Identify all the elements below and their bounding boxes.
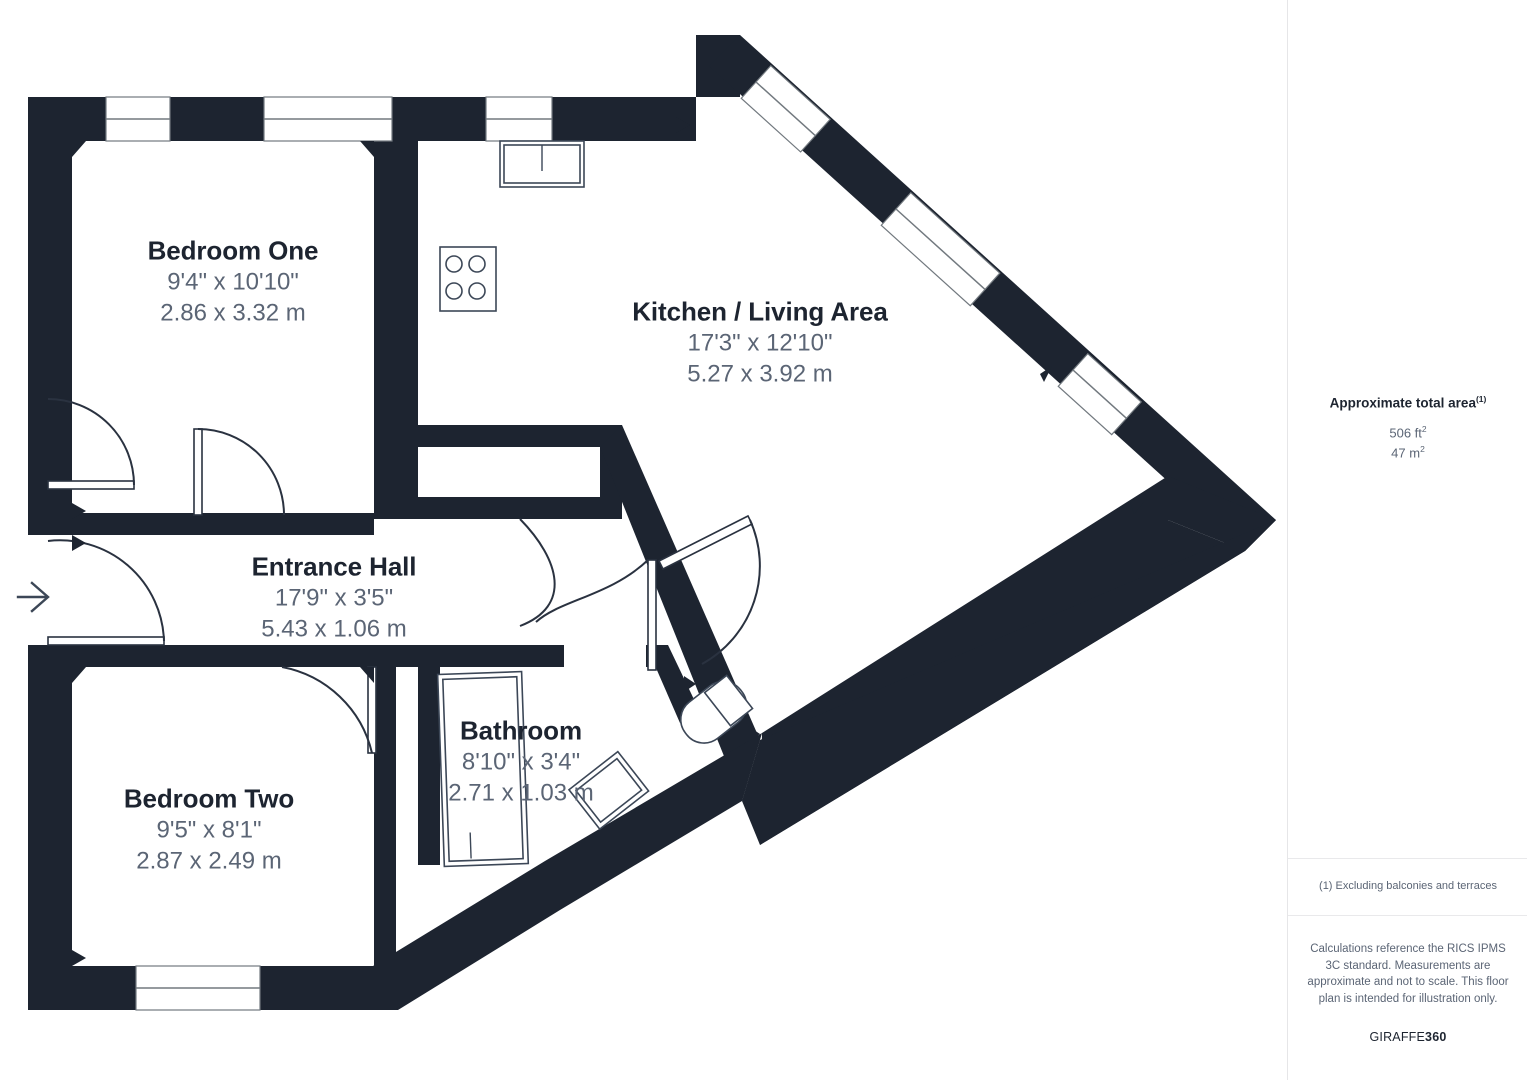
window bbox=[105, 96, 171, 142]
door bbox=[519, 518, 556, 627]
wall-polygons bbox=[28, 35, 1276, 1010]
total-area-title: Approximate total area(1) bbox=[1330, 394, 1487, 411]
total-area-sqm-value: 47 m bbox=[1391, 445, 1421, 461]
total-area-sqft: 506 ft2 bbox=[1389, 423, 1426, 443]
sqft-exponent: 2 bbox=[1421, 423, 1427, 434]
total-area-footnote-marker: (1) bbox=[1475, 394, 1487, 405]
floor-plan-svg bbox=[16, 35, 1276, 1011]
windows-group bbox=[105, 64, 1143, 1011]
disclaimer-text: Calculations reference the RICS IPMS 3C … bbox=[1307, 943, 1509, 1006]
floor-plan-drawing: Bedroom One 9'4" x 10'10" 2.86 x 3.32 m … bbox=[16, 35, 1276, 1011]
total-area-block: Approximate total area(1) 506 ft2 47 m2 bbox=[1288, 0, 1527, 858]
door bbox=[47, 539, 165, 646]
total-area-sqm: 47 m2 bbox=[1391, 443, 1425, 463]
hob-icon bbox=[439, 246, 497, 312]
footnote-text: (1) Excluding balconies and terraces bbox=[1319, 880, 1497, 893]
dimension-arrows bbox=[72, 117, 1144, 966]
window bbox=[1057, 352, 1143, 436]
brand-name-light: GIRAFFE bbox=[1369, 1029, 1426, 1044]
sqm-exponent: 2 bbox=[1420, 444, 1425, 455]
door bbox=[193, 428, 285, 516]
window bbox=[880, 191, 1001, 307]
footnote-block: (1) Excluding balconies and terraces bbox=[1288, 858, 1527, 916]
window bbox=[485, 96, 553, 142]
toilet-icon bbox=[679, 674, 754, 744]
door bbox=[535, 559, 657, 671]
door bbox=[657, 514, 761, 665]
brand-name-bold: 360 bbox=[1425, 1029, 1447, 1044]
total-area-title-text: Approximate total area bbox=[1329, 395, 1476, 411]
total-area-sqft-value: 506 ft bbox=[1389, 425, 1422, 441]
window bbox=[263, 96, 393, 142]
brand-logo: GIRAFFE360 bbox=[1369, 1030, 1446, 1044]
door bbox=[47, 398, 135, 490]
fixtures-group bbox=[436, 140, 754, 868]
window bbox=[135, 965, 261, 1011]
info-sidebar: Approximate total area(1) 506 ft2 47 m2 … bbox=[1287, 0, 1527, 1080]
sink-icon bbox=[499, 140, 585, 188]
bathtub-icon bbox=[436, 670, 530, 868]
window bbox=[740, 64, 831, 153]
disclaimer-block: Calculations reference the RICS IPMS 3C … bbox=[1288, 916, 1527, 1080]
entrance-direction-arrow bbox=[16, 581, 50, 613]
doors-group bbox=[47, 398, 761, 754]
wash-basin-icon bbox=[567, 750, 650, 831]
